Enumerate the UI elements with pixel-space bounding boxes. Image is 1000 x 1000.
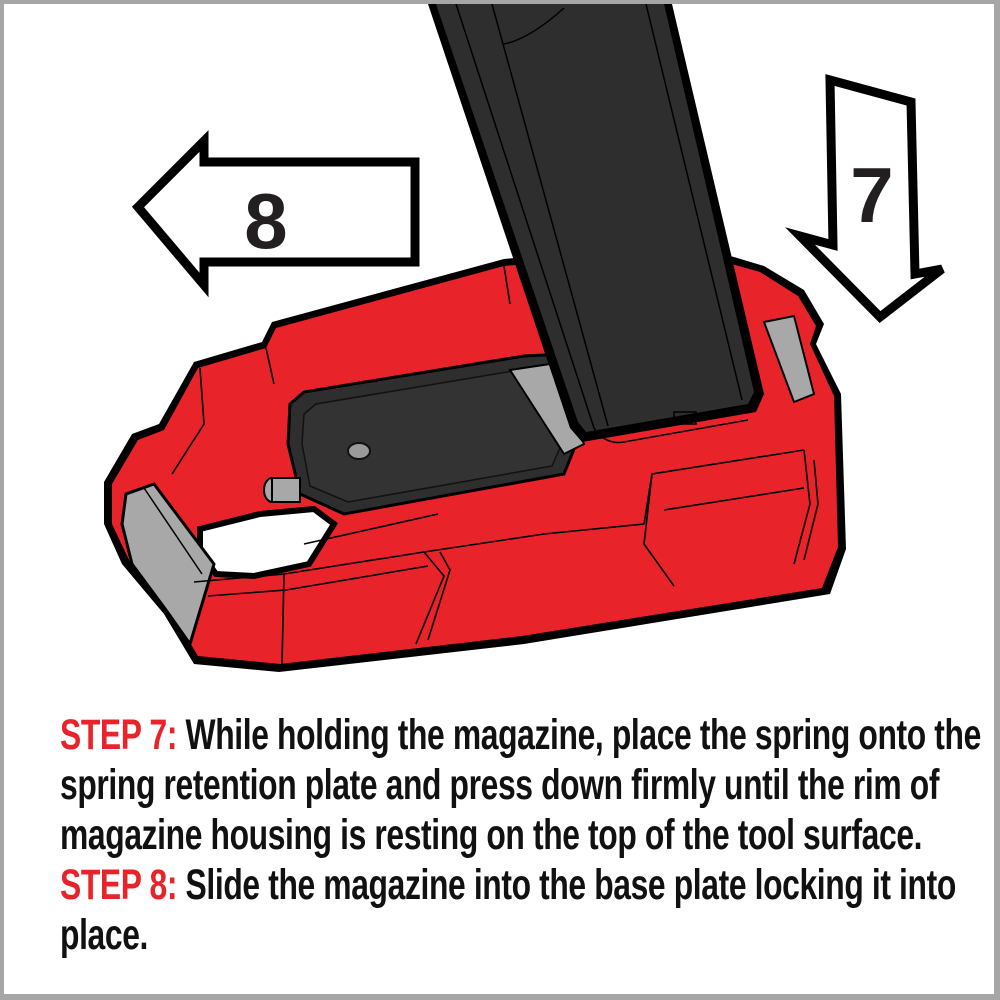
step-7-text: While holding the magazine, place the sp…: [60, 711, 981, 859]
metal-plate: [120, 482, 216, 648]
assembly-illustration: 8 7: [104, 4, 945, 672]
arrow-left-icon: 8: [131, 130, 420, 298]
plate-rivet: [347, 442, 371, 460]
arrow-down-icon: 7: [785, 74, 945, 323]
instruction-card: 8 7: [4, 4, 994, 994]
magazine: [428, 4, 764, 444]
step-number-8: 8: [244, 177, 287, 265]
step-8-text: Slide the magazine into the base plate l…: [60, 861, 956, 959]
step-7-label: STEP 7:: [60, 711, 178, 759]
step-8-label: STEP 8:: [60, 861, 178, 909]
instruction-text: STEP 7: While holding the magazine, plac…: [60, 710, 985, 960]
step-number-7: 7: [850, 151, 893, 239]
